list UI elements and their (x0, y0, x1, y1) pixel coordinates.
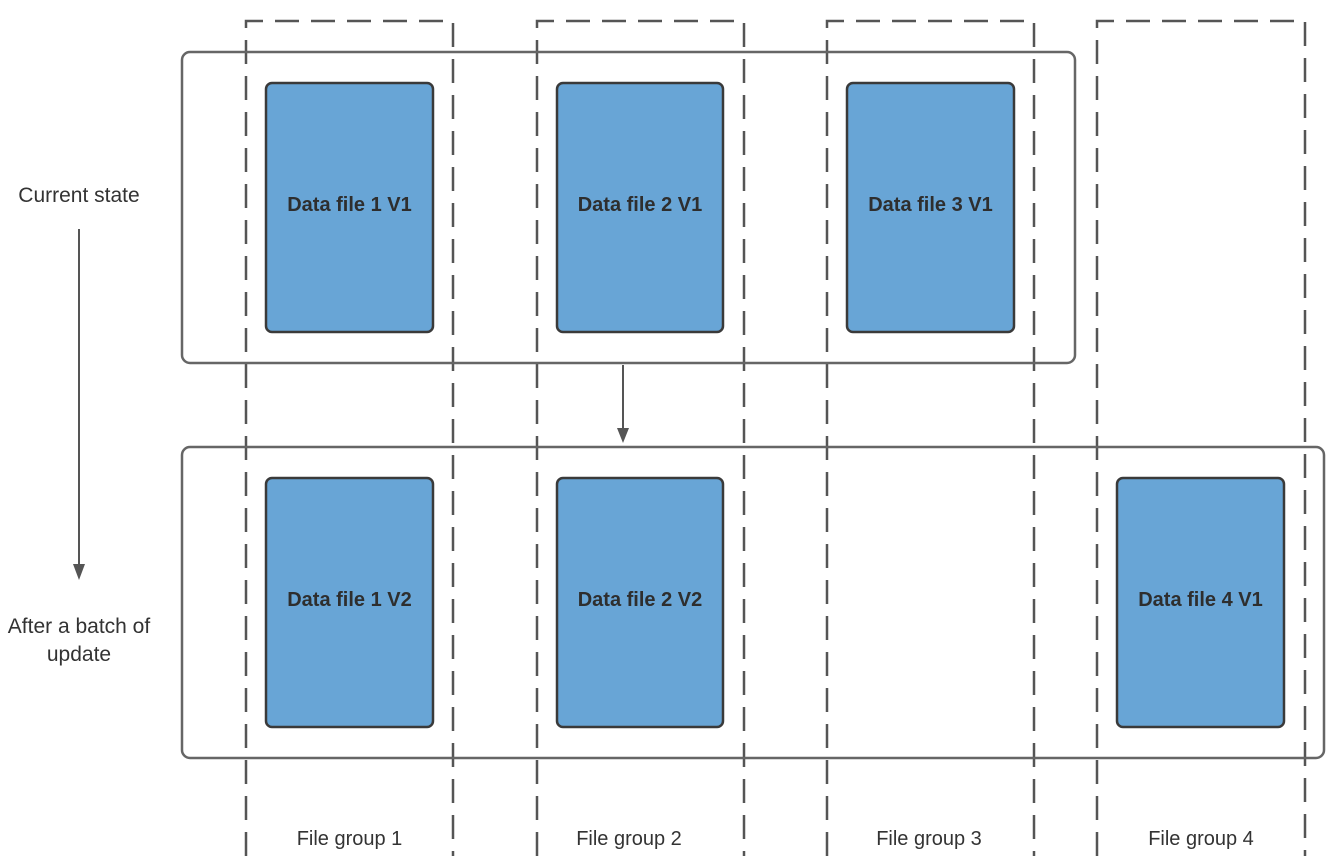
file-group-4-label: File group 4 (1148, 828, 1254, 850)
file-group-2-column (535, 19, 746, 856)
data-file-2-v2-box (555, 476, 725, 729)
data-file-1-v1-box (264, 81, 435, 334)
after-update-label-line2: update (47, 643, 111, 666)
data-file-1-v1-label: Data file 1 V1 (287, 194, 412, 216)
data-file-2-v1-box (555, 81, 725, 334)
file-group-1-column (244, 19, 455, 856)
data-file-1-v2-label: Data file 1 V2 (287, 589, 412, 611)
file-group-3-column (825, 19, 1036, 856)
current-state-label: Current state (18, 184, 139, 207)
data-file-2-v1-label: Data file 2 V1 (578, 194, 703, 216)
file-group-2-label: File group 2 (576, 828, 682, 850)
data-file-1-v2-box (264, 476, 435, 729)
data-file-3-v1-box (845, 81, 1016, 334)
transition-arrow-head (617, 428, 629, 443)
file-group-4-column (1095, 19, 1307, 856)
data-file-4-v1-label: Data file 4 V1 (1138, 589, 1263, 611)
after-update-container (180, 445, 1326, 760)
file-group-3-label: File group 3 (876, 828, 982, 850)
data-file-4-v1-box (1115, 476, 1286, 729)
after-update-label-line1: After a batch of (8, 615, 151, 638)
timeline-arrow-head (73, 564, 85, 580)
current-state-container (180, 50, 1077, 365)
data-file-3-v1-label: Data file 3 V1 (868, 194, 993, 216)
file-group-1-label: File group 1 (297, 828, 403, 850)
data-file-2-v2-label: Data file 2 V2 (578, 589, 703, 611)
